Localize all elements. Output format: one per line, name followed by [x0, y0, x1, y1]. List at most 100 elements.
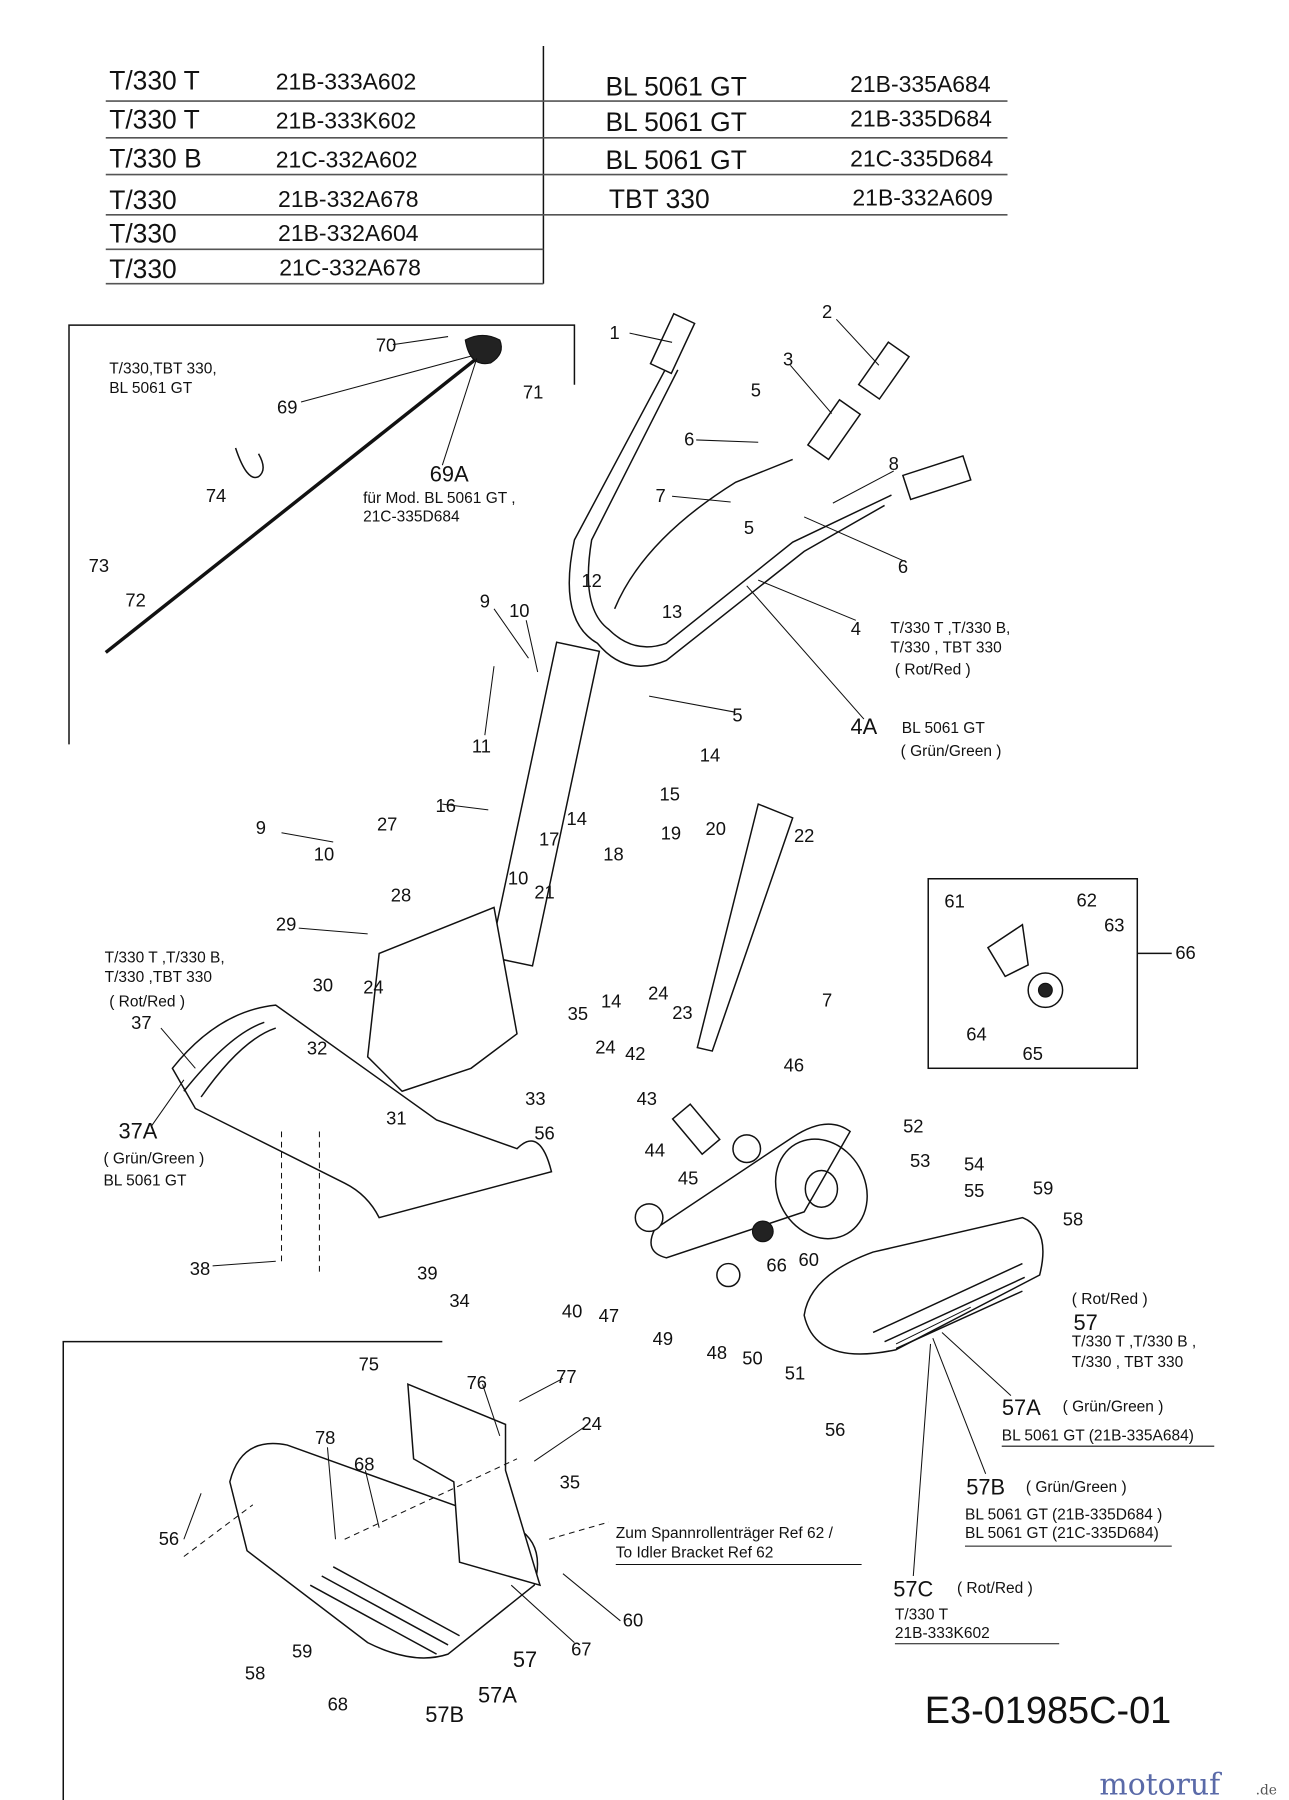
callout-11: 11	[472, 735, 491, 756]
callout-49: 49	[653, 1328, 673, 1349]
callout-23: 23	[672, 1002, 692, 1023]
callout-21: 21	[534, 881, 554, 902]
callout-16: 16	[436, 795, 456, 816]
callout-7: 7	[655, 485, 665, 506]
callout-60: 60	[799, 1249, 819, 1270]
callout-24: 24	[363, 977, 383, 998]
callout-53: 53	[910, 1150, 930, 1171]
callout-20: 20	[706, 818, 726, 839]
model-part-number: 21B-335A684	[850, 71, 991, 97]
note-cover-57c: 21B-333K602	[895, 1625, 990, 1642]
callout-61: 61	[944, 890, 964, 911]
callout-59: 59	[292, 1641, 312, 1662]
motoruf-logo: motoruf .de	[1099, 1767, 1277, 1800]
note-idler-ref: Zum Spannrollenträger Ref 62 /	[616, 1525, 834, 1542]
depth-bar	[696, 803, 794, 1052]
model-name: BL 5061 GT	[605, 71, 746, 101]
belt-drive	[634, 1103, 868, 1288]
callout-54: 54	[964, 1154, 984, 1175]
callout-15: 15	[660, 784, 680, 805]
model-name: T/330 T	[109, 66, 200, 96]
note-handle-green: BL 5061 GT	[902, 720, 986, 737]
callout-46: 46	[784, 1055, 804, 1076]
diagram-code: E3-01985C-01	[925, 1690, 1171, 1732]
callout-10: 10	[509, 600, 529, 621]
callout-4: 4	[851, 618, 861, 639]
handlebar	[488, 312, 972, 967]
callout-70: 70	[376, 334, 396, 355]
callout-10: 10	[508, 867, 528, 888]
callout-35: 35	[560, 1472, 580, 1493]
note-cover-57c: T/330 T	[895, 1607, 949, 1624]
model-table: T/330 T 21B-333A602 T/330 T 21B-333K602 …	[105, 45, 1008, 285]
throttle-cable	[104, 334, 502, 654]
callout-14: 14	[601, 990, 621, 1011]
callout-32: 32	[307, 1037, 327, 1058]
callout-24: 24	[648, 982, 668, 1003]
callout-35: 35	[568, 1003, 588, 1024]
callout-51: 51	[785, 1363, 805, 1384]
callout-3: 3	[783, 348, 793, 369]
callout-27: 27	[377, 814, 397, 835]
callout-34: 34	[449, 1290, 469, 1311]
callout-76: 76	[467, 1372, 487, 1393]
callout-63: 63	[1104, 915, 1124, 936]
callout-42: 42	[625, 1043, 645, 1064]
callout-56: 56	[825, 1419, 845, 1440]
callout-33: 33	[525, 1088, 545, 1109]
callout-74: 74	[206, 485, 226, 506]
callout-19: 19	[661, 823, 681, 844]
note-cover-57a: BL 5061 GT (21B-335A684)	[1002, 1427, 1194, 1444]
callout-37a: 37A	[119, 1118, 158, 1143]
callout-77: 77	[556, 1366, 576, 1387]
callout-9: 9	[480, 591, 490, 612]
callout-64: 64	[966, 1024, 986, 1045]
callout-57: 57	[1073, 1310, 1097, 1335]
note-cable-models: T/330,TBT 330,	[109, 360, 216, 377]
model-name: BL 5061 GT	[605, 107, 746, 137]
callout-55: 55	[964, 1180, 984, 1201]
callout-7: 7	[822, 989, 832, 1010]
callout-29: 29	[276, 913, 296, 934]
model-part-number: 21B-333A602	[276, 69, 416, 95]
callout-28: 28	[391, 885, 411, 906]
callout-6: 6	[898, 556, 908, 577]
callout-57b: 57B	[425, 1702, 464, 1727]
callout-13: 13	[662, 601, 682, 622]
callout-48: 48	[707, 1342, 727, 1363]
callout-37: 37	[131, 1012, 151, 1033]
callout-47: 47	[599, 1305, 619, 1326]
callout-1: 1	[610, 322, 620, 343]
model-part-number: 21C-332A678	[279, 255, 421, 281]
callout-30: 30	[313, 974, 333, 995]
note-cover-57c: ( Rot/Red )	[957, 1580, 1033, 1597]
callout-56: 56	[159, 1528, 179, 1549]
note-handle-red: ( Rot/Red )	[895, 661, 971, 678]
note-shield-red: T/330 T ,T/330 B,	[105, 950, 225, 967]
callout-39: 39	[417, 1263, 437, 1284]
logo-suffix: .de	[1256, 1782, 1277, 1798]
model-name: T/330	[109, 218, 177, 248]
model-part-number: 21B-332A604	[278, 220, 419, 246]
callout-40: 40	[562, 1301, 582, 1322]
note-cover-57b: ( Grün/Green )	[1026, 1479, 1127, 1496]
callout-12: 12	[581, 570, 601, 591]
callout-4a: 4A	[851, 714, 878, 739]
callout-57b: 57B	[966, 1474, 1005, 1499]
tine-shield	[171, 906, 553, 1219]
callout-73: 73	[89, 555, 109, 576]
note-idler-ref: To Idler Bracket Ref 62	[616, 1545, 774, 1562]
callout-66: 66	[766, 1255, 786, 1276]
callout-66: 66	[1175, 942, 1195, 963]
model-name: T/330	[109, 185, 177, 215]
note-cover-57: T/330 , TBT 330	[1072, 1354, 1184, 1371]
callout-72: 72	[125, 590, 145, 611]
note-cable-69a: für Mod. BL 5061 GT ,	[363, 490, 515, 507]
idler-detail	[986, 923, 1064, 1009]
callout-5: 5	[751, 379, 761, 400]
note-cover-57b: BL 5061 GT (21B-335D684 )	[965, 1507, 1162, 1524]
callout-71: 71	[523, 382, 543, 403]
callout-22: 22	[794, 825, 814, 846]
callout-45: 45	[678, 1167, 698, 1188]
